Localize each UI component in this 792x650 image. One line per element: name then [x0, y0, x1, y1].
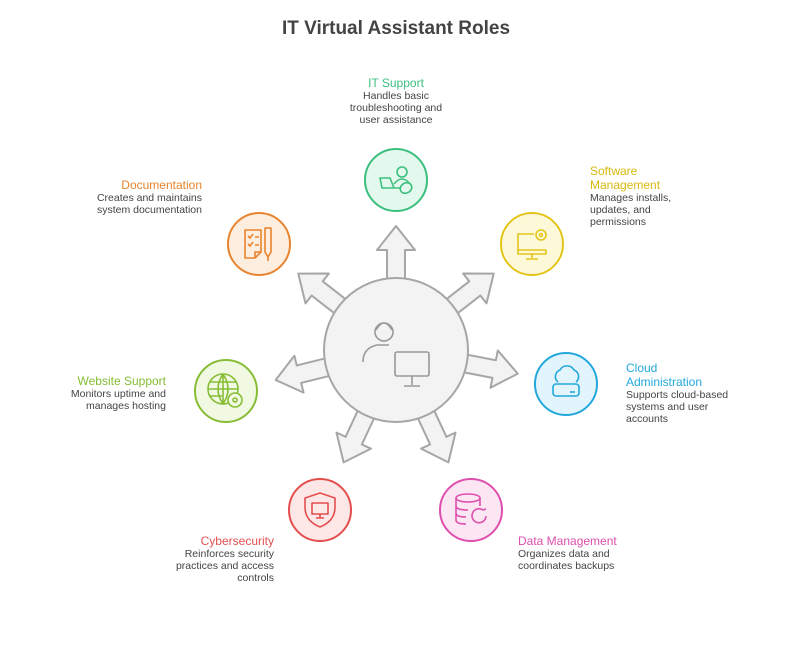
cloud-server-icon: [552, 365, 580, 397]
role-title: Data Management: [518, 534, 617, 548]
role-label-website-support: Website Support Monitors uptime and mana…: [56, 374, 166, 412]
role-description: Handles basic troubleshooting and user a…: [349, 90, 443, 126]
page-title: IT Virtual Assistant Roles: [281, 18, 511, 39]
role-label-data-management: Data Management Organizes data and coord…: [518, 534, 638, 572]
user-support-icon: [379, 166, 413, 195]
role-label-software-management: Software Management Manages installs, up…: [590, 164, 690, 228]
role-title: Software Management: [590, 164, 661, 192]
role-node-documentation: [227, 212, 291, 276]
role-description: Reinforces security practices and access…: [175, 548, 274, 584]
role-description: Creates and maintains system documentati…: [96, 192, 202, 216]
role-label-documentation: Documentation Creates and maintains syst…: [92, 178, 202, 216]
role-title: Cloud Administration: [626, 361, 703, 389]
role-node-it-support: [364, 148, 428, 212]
role-label-it-support: IT Support Handles basic troubleshooting…: [346, 76, 446, 126]
role-label-cloud-administration: Cloud Administration Supports cloud-base…: [626, 361, 736, 425]
role-node-data-management: [439, 478, 503, 542]
role-node-cybersecurity: [288, 478, 352, 542]
role-label-cybersecurity: Cybersecurity Reinforces security practi…: [164, 534, 274, 584]
role-node-software-management: [500, 212, 564, 276]
role-title: IT Support: [368, 76, 424, 90]
role-description: Manages installs, updates, and permissio…: [590, 192, 672, 228]
role-node-website-support: [194, 359, 258, 423]
role-description: Monitors uptime and manages hosting: [70, 388, 166, 412]
monitor-gear-icon: [517, 229, 547, 260]
role-description: Supports cloud-based systems and user ac…: [626, 389, 729, 425]
center-hub: [323, 277, 469, 423]
role-description: Organizes data and coordinates backups: [518, 548, 615, 572]
role-title: Cybersecurity: [200, 534, 274, 548]
database-refresh-icon: [455, 493, 487, 525]
role-title: Website Support: [77, 374, 167, 388]
globe-gear-icon: [207, 373, 243, 408]
shield-monitor-icon: [304, 492, 336, 528]
assistant-at-computer-icon: [362, 322, 430, 387]
checklist-pen-icon: [244, 227, 272, 261]
role-title: Documentation: [121, 178, 202, 192]
role-node-cloud-administration: [534, 352, 598, 416]
